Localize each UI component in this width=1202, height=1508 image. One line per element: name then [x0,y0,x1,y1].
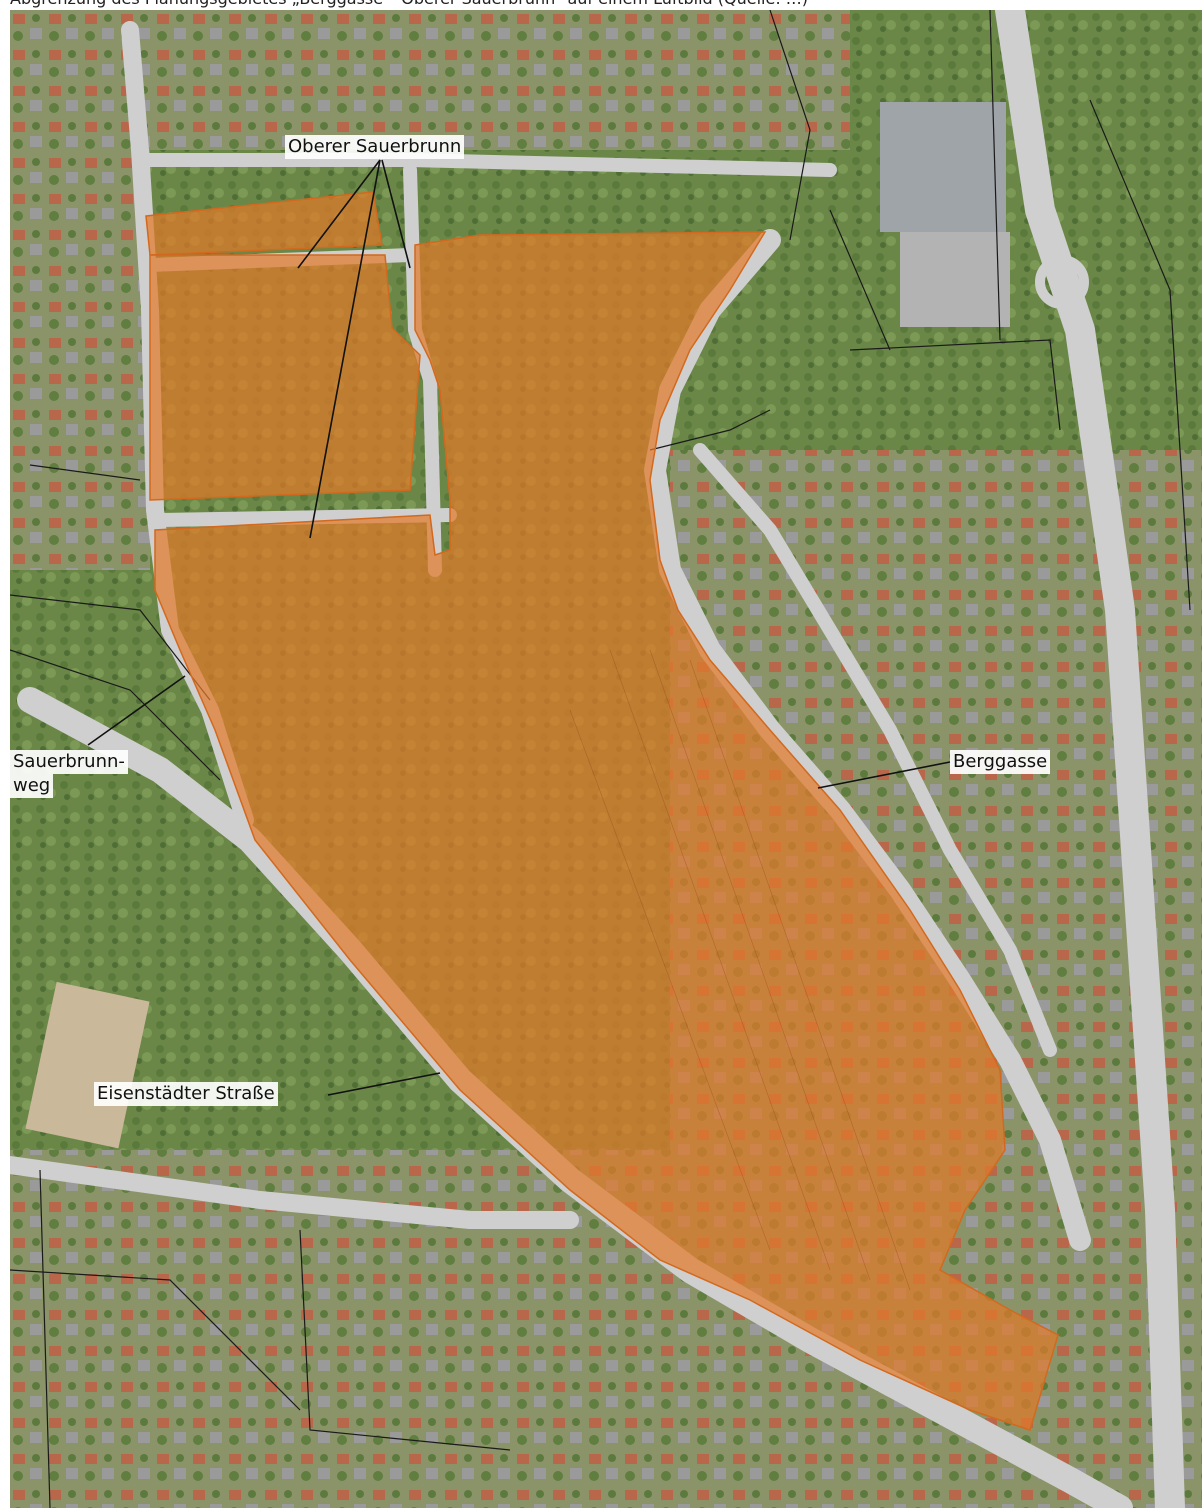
planning-area-block-w [149,254,421,501]
field-southwest [25,981,150,1149]
map-canvas [10,10,1202,1508]
road-cross-south [10,1156,579,1229]
leader-lines [87,159,951,1096]
caption-text: Abgrenzung des Planungsgebietes „Berggas… [10,0,808,8]
aerial-map: Oberer Sauerbrunn Sauerbrunn- weg Bergga… [10,10,1202,1508]
leader-oberer-2 [309,159,381,539]
leader-berggasse [817,761,951,789]
roundabout [1035,255,1089,309]
road-main-east [995,10,1185,1508]
label-sauerbrunnweg-line2: weg [10,774,54,798]
road-parallel-east [693,443,1057,1057]
parcel-lines [10,10,1191,1508]
leader-sauerbrunnweg [87,675,186,746]
map-caption: Abgrenzung des Planungsgebietes „Berggas… [0,0,1202,10]
road-link-vertical [403,163,442,577]
planning-area-texture [569,649,911,1291]
leader-eisenstaedter [327,1072,441,1096]
planning-area [145,191,1059,1431]
supermarket-roof [880,102,1006,232]
planning-area-block-nw [145,191,383,256]
leader-oberer-3 [381,159,411,269]
planning-area-main [154,231,1059,1431]
label-sauerbrunnweg-line1: Sauerbrunn- [10,750,128,774]
label-eisenstaedter-strasse: Eisenstädter Straße [94,1082,278,1106]
label-oberer-sauerbrunn: Oberer Sauerbrunn [285,135,465,159]
leader-oberer-1 [297,159,381,269]
label-berggasse: Berggasse [950,750,1051,774]
parking-lot [900,232,1010,327]
urban-block-north [150,10,850,150]
urban-block-west [10,10,150,570]
road-oberer-sauerbrunn-1 [133,153,837,177]
